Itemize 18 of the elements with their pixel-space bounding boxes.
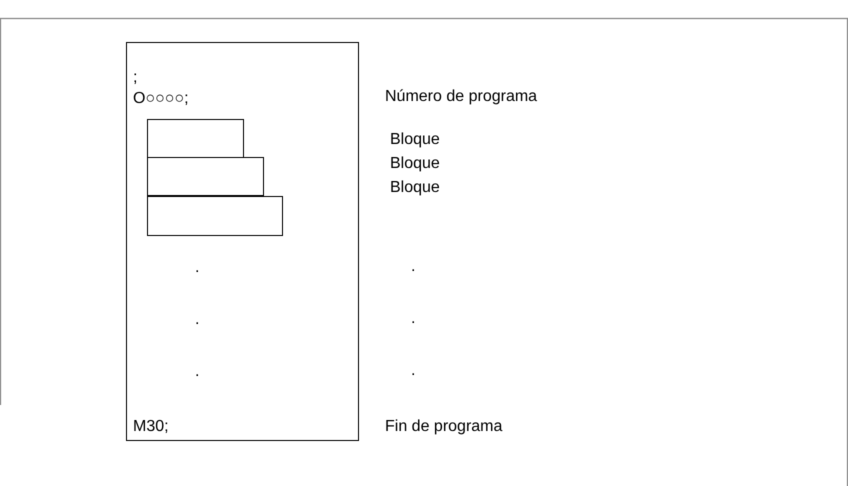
description-text: Fin de programa [385,418,502,436]
description-text: Bloque [390,155,440,173]
end-code-text: M30; [133,418,169,436]
semicolon-text: ; [133,69,138,87]
description-text: Bloque [390,131,440,149]
ellipsis-dot: . [411,258,416,276]
block-box [147,157,264,196]
ellipsis-dot: . [411,310,416,328]
ellipsis-dot: . [195,311,200,329]
ellipsis-dot: . [195,259,200,277]
program-number-text: O○○○○; [133,90,189,108]
ellipsis-dot: . [411,362,416,380]
program-box [126,42,359,441]
ellipsis-dot: . [195,363,200,381]
block-box [147,119,244,159]
description-text: Número de programa [385,88,538,106]
description-text: Bloque [390,179,440,197]
block-box [147,196,283,236]
